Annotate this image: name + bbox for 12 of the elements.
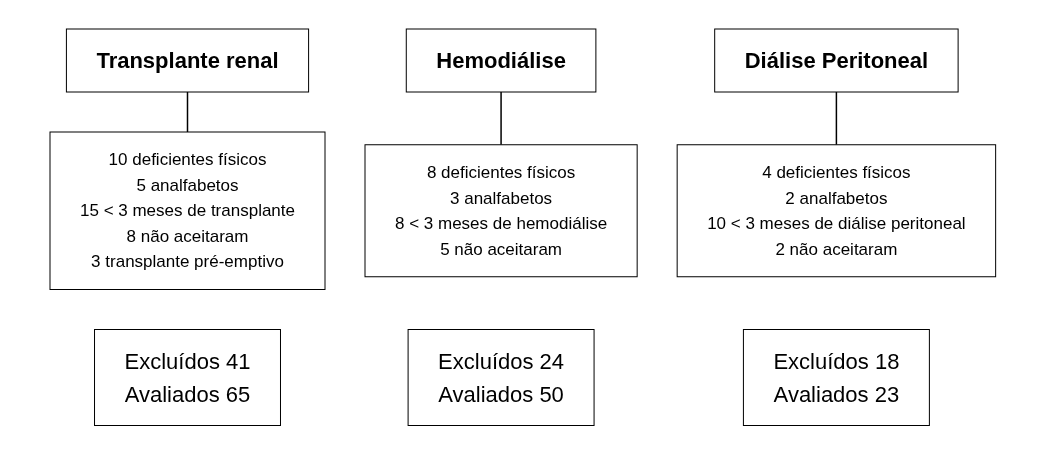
node-box: Excluídos 18 Avaliados 23 xyxy=(743,328,931,426)
node-box: Excluídos 41 Avaliados 65 xyxy=(94,328,282,426)
node-box: Diálise Peritoneal xyxy=(714,28,959,93)
connector xyxy=(500,91,502,146)
node-box: Hemodiálise xyxy=(405,28,597,93)
node-box: 4 deficientes físicos 2 analfabetos 10 < 3 meses de diálise peritoneal 2 não aceitaram xyxy=(676,144,997,277)
node-box: Excluídos 24 Avaliados 50 xyxy=(407,328,595,426)
connector xyxy=(186,91,189,133)
node-box: 10 deficientes físicos 5 analfabetos 15 < 3 meses de transplante 8 não aceitaram 3 transplante pré-emptivo xyxy=(49,131,326,290)
node-box: 8 deficientes físicos 3 analfabetos 8 < 3 meses de hemodiálise 5 não aceitaram xyxy=(364,144,638,277)
connector xyxy=(835,91,838,146)
node-box: Transplante renal xyxy=(66,28,310,93)
